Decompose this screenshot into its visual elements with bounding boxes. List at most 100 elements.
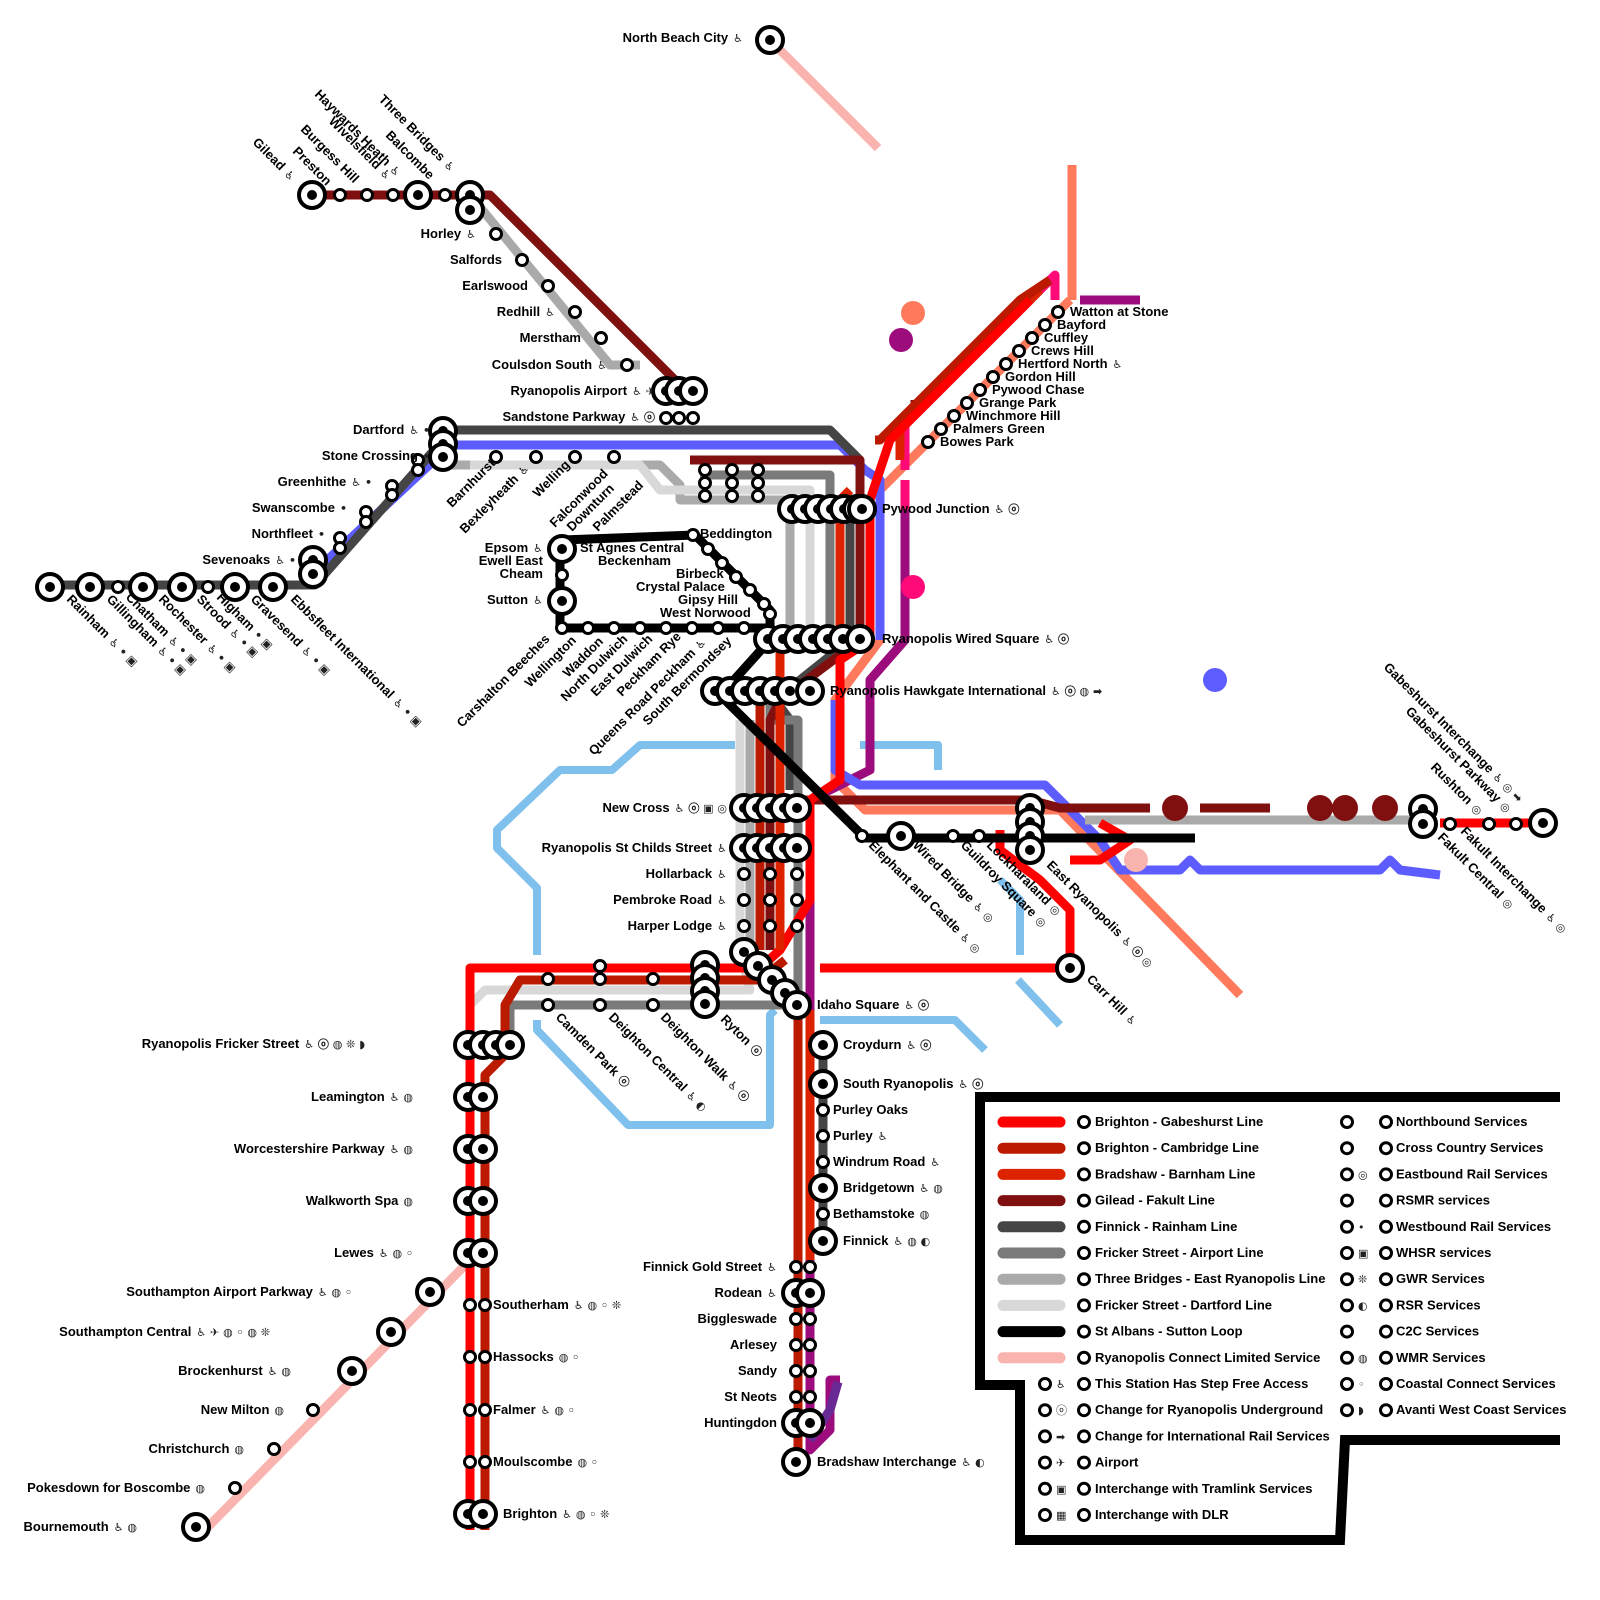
station-label-cheam[interactable]: Cheam [500,566,543,581]
station-marker-s[interactable] [463,1298,477,1312]
station-marker-s[interactable] [478,1298,492,1312]
station-marker-cuffley[interactable] [1025,331,1039,345]
station-marker-welling[interactable] [568,450,582,464]
interchange-marker-s[interactable] [795,1408,825,1438]
interchange-marker-hawkgate[interactable] [795,676,825,706]
station-marker-pywood-chase[interactable] [973,383,987,397]
station-label-cuffley[interactable]: Cuffley [1044,330,1089,345]
station-label-bethamstoke[interactable]: Bethamstoke◍ [833,1206,929,1221]
station-marker-loop-s[interactable] [659,621,673,635]
station-label-merstham[interactable]: Merstham [520,330,581,345]
station-label-horley[interactable]: Horley♿ [421,226,476,241]
station-label-leamington[interactable]: Leamington♿ ◍ [311,1089,413,1104]
interchange-marker-finnick[interactable] [808,1226,838,1256]
station-marker-guildroy[interactable] [946,829,960,843]
station-marker-tb2[interactable] [360,188,374,202]
interchange-marker-tb0[interactable] [297,180,327,210]
station-marker-mid[interactable] [751,476,765,490]
station-marker-sandstone[interactable] [686,411,700,425]
station-marker-s[interactable] [463,1403,477,1417]
station-label-falmer[interactable]: Falmer♿ ◍ ◦ [493,1402,575,1417]
interchange-marker-southampton-airport-parkway[interactable] [415,1277,445,1307]
station-label-bowes-park[interactable]: Bowes Park [940,434,1014,449]
station-marker-mid[interactable] [698,489,712,503]
interchange-marker-south-ryanopolis[interactable] [808,1069,838,1099]
station-marker-s[interactable] [803,1338,817,1352]
station-label-christchurch[interactable]: Christchurch◍ [148,1441,244,1456]
station-marker-loop-s[interactable] [555,621,569,635]
station-marker-loop-e[interactable] [701,542,715,556]
station-label-sandstone-parkway[interactable]: Sandstone Parkway♿ ⓞ [502,409,655,424]
station-label-ryanopolis-st-childs-street[interactable]: Ryanopolis St Childs Street♿ [542,840,727,855]
interchange-marker-idaho[interactable] [782,990,812,1020]
station-marker-mid[interactable] [751,463,765,477]
interchange-marker-rainham3[interactable] [128,572,158,602]
station-marker-rushton[interactable] [1443,817,1457,831]
station-marker-mid[interactable] [725,476,739,490]
interchange-marker-gab2[interactable] [1408,809,1438,839]
station-marker-loop-s[interactable] [737,621,751,635]
station-label-ryanopolis-wired-square[interactable]: Ryanopolis Wired Square♿ ⓞ [882,631,1069,646]
interchange-marker-loop[interactable] [547,586,577,616]
station-label-beddington[interactable]: Beddington [700,526,772,541]
station-marker-s[interactable] [790,867,804,881]
station-marker-horley[interactable] [489,227,503,241]
station-label-gipsy-hill[interactable]: Gipsy Hill [678,592,738,607]
interchange-marker-rainham4[interactable] [167,572,197,602]
station-marker-loop-s[interactable] [607,621,621,635]
station-marker-s[interactable] [737,867,751,881]
station-marker-deighton[interactable] [646,998,660,1012]
station-label-hollarback[interactable]: Hollarback♿ [646,866,727,881]
station-label-deighton-central[interactable]: Deighton Central♿ ◐ [606,1010,711,1115]
station-marker-fak2[interactable] [1509,817,1523,831]
station-label-purley[interactable]: Purley♿ [833,1128,888,1143]
interchange-marker-pywood[interactable] [847,494,877,524]
interchange-marker-sevenoaks2[interactable] [298,559,328,589]
interchange-marker-ryton[interactable] [690,989,720,1019]
station-marker-deighton[interactable] [646,972,660,986]
station-label-greenhithe[interactable]: Greenhithe♿ • [278,474,372,489]
station-label-bridgetown[interactable]: Bridgetown♿ ◍ [843,1180,943,1195]
station-marker-winchmore-hill[interactable] [947,409,961,423]
station-marker-sandstone[interactable] [659,411,673,425]
station-label-walkworth-spa[interactable]: Walkworth Spa◍ [306,1193,413,1208]
interchange-marker-croydurn[interactable] [808,1030,838,1060]
interchange-marker-nc[interactable] [782,833,812,863]
station-marker-elephant[interactable] [855,829,869,843]
interchange-marker-nc[interactable] [782,793,812,823]
station-marker-s[interactable] [763,867,777,881]
station-label-dartford[interactable]: Dartford♿ • [353,422,430,437]
station-marker-bexleyheath[interactable] [529,450,543,464]
station-label-new-milton[interactable]: New Milton◍ [201,1402,284,1417]
station-marker-bowes-park[interactable] [921,435,935,449]
interchange-marker-rainham0[interactable] [35,572,65,602]
station-marker-s[interactable] [803,1260,817,1274]
station-label-windrum-road[interactable]: Windrum Road♿ [833,1154,940,1169]
station-marker-s[interactable] [478,1350,492,1364]
interchange-marker-fricker[interactable] [495,1030,525,1060]
station-marker-earlswood[interactable] [541,279,555,293]
interchange-marker-rainham6[interactable] [220,572,250,602]
station-marker-s[interactable] [803,1364,817,1378]
station-label-crews-hill[interactable]: Crews Hill [1031,343,1094,358]
station-label-rodean[interactable]: Rodean♿ [714,1285,777,1300]
station-marker-loop-s[interactable] [581,621,595,635]
station-marker-kent[interactable] [359,515,373,529]
station-marker-lockhara[interactable] [972,829,986,843]
interchange-marker-er[interactable] [1015,835,1045,865]
station-marker-s[interactable] [763,893,777,907]
station-marker-christchurch[interactable] [267,1442,281,1456]
interchange-marker-tb4[interactable] [403,180,433,210]
station-marker-s[interactable] [803,1390,817,1404]
station-marker-mid[interactable] [725,463,739,477]
station-label-bournemouth[interactable]: Bournemouth♿ ◍ [23,1519,137,1534]
interchange-marker-rainham7[interactable] [258,572,288,602]
station-label-bexleyheath[interactable]: Bexleyheath♿ [457,461,532,536]
station-marker-purley[interactable] [816,1129,830,1143]
station-marker-watton-at-stone[interactable] [1051,305,1065,319]
station-label-palmers-green[interactable]: Palmers Green [953,421,1045,436]
station-marker-loop-s[interactable] [685,621,699,635]
interchange-marker-bridgetown[interactable] [808,1173,838,1203]
station-marker-falconwood[interactable] [607,450,621,464]
station-label-swanscombe[interactable]: Swanscombe• [252,500,347,515]
